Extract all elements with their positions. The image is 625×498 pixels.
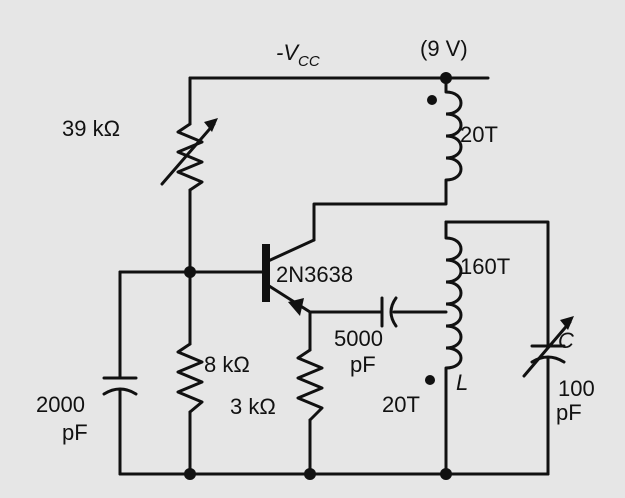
node-gnd-coil <box>440 468 452 480</box>
emitter-lead <box>264 282 312 314</box>
label-coil-tap: 20T <box>382 392 420 417</box>
node-gnd-3k <box>304 468 316 480</box>
phasing-dot-feedback <box>427 95 437 105</box>
label-5000-unit: pF <box>350 352 376 377</box>
node-gnd-left <box>184 468 196 480</box>
label-3k: 3 kΩ <box>230 394 276 419</box>
wire-coil-to-collector <box>312 178 448 242</box>
capacitor-tuning <box>522 316 574 378</box>
resistor-3k <box>296 348 324 422</box>
label-coil-feedback: 20T <box>460 122 498 147</box>
wire-tank-top <box>444 220 550 348</box>
supply-subscript: CC <box>298 53 320 70</box>
label-8k: 8 kΩ <box>204 352 250 377</box>
coil-main <box>445 236 463 370</box>
collector-lead <box>264 238 316 264</box>
label-inductor: L <box>456 370 468 395</box>
resistor-8k <box>176 342 204 414</box>
supply-voltage: (9 V) <box>420 36 468 61</box>
emitter-arrow <box>288 298 304 316</box>
label-tuning-value: 100 <box>558 376 595 401</box>
variable-arrow-head <box>204 118 218 132</box>
label-2000: 2000 <box>36 392 85 417</box>
capacitor-2000pf <box>102 376 138 396</box>
label-coil-main: 160T <box>460 254 510 279</box>
label-tuning-unit: pF <box>556 400 582 425</box>
label-transistor: 2N3638 <box>276 262 353 287</box>
variable-arrow-shaft <box>160 122 216 186</box>
phasing-dot-main <box>425 375 435 385</box>
tuning-arrow-shaft <box>522 320 572 378</box>
label-2000-unit: pF <box>62 420 88 445</box>
label-39k: 39 kΩ <box>62 116 120 141</box>
label-tuning-c: C <box>558 328 574 353</box>
capacitor-5000pf <box>380 296 398 328</box>
node-base <box>184 266 196 278</box>
resistor-39k <box>160 118 218 192</box>
node-supply <box>440 72 452 84</box>
label-5000: 5000 <box>334 326 383 351</box>
supply-label: -VCC <box>276 40 320 70</box>
coil-feedback <box>445 90 463 182</box>
tuning-arrow-head <box>560 316 574 330</box>
